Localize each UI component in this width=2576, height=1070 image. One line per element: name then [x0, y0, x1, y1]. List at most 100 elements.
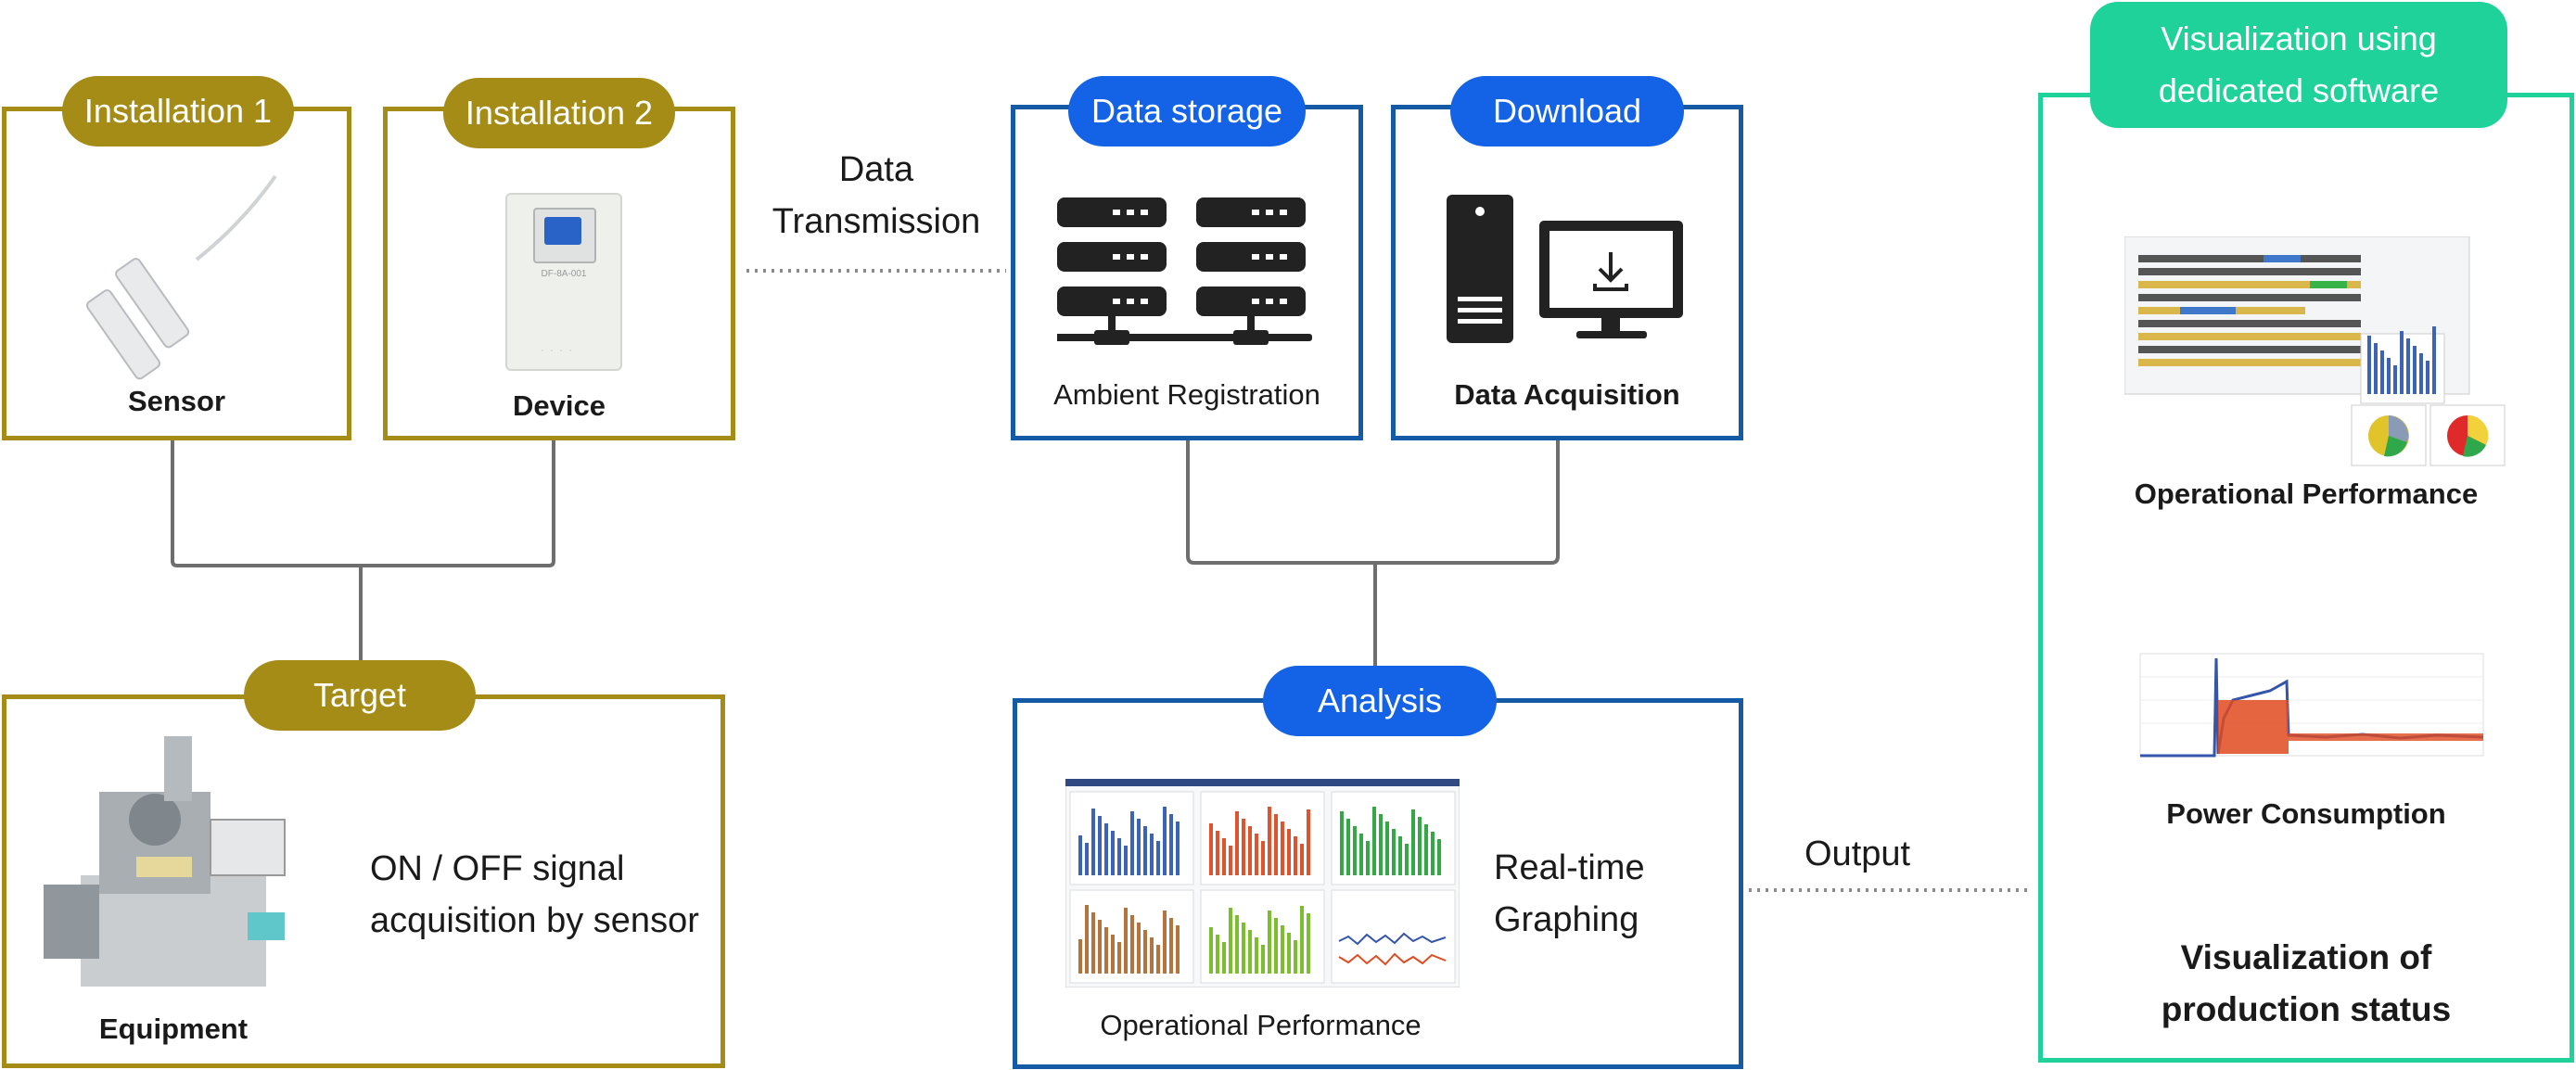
- thumbnail-bar: [1372, 807, 1376, 875]
- sensor-caption: Sensor: [127, 385, 226, 417]
- visualization-title-line1: Visualization using: [2161, 19, 2437, 57]
- thumbnail-bar: [1156, 841, 1160, 875]
- thumbnail-bar: [1091, 912, 1095, 974]
- thumbnail-bar: [1242, 923, 1245, 974]
- analysis-graphs-thumbnail: [1065, 779, 1460, 987]
- thumbnail-bar: [2387, 358, 2391, 394]
- thumbnail-bar: [1268, 807, 1271, 875]
- visualization-panel: Operational Performance Power Consumptio…: [2038, 93, 2574, 1063]
- thumbnail-bar: [1261, 945, 1265, 974]
- thumbnail-bar: [1117, 942, 1121, 974]
- thumbnail-bar: [1287, 829, 1291, 875]
- thumbnail-bar: [1078, 835, 1082, 875]
- thumbnail-bar: [1307, 913, 1310, 974]
- thumbnail-bar: [1156, 945, 1160, 974]
- thumbnail-bar: [1294, 940, 1297, 974]
- thumbnail-bar: [1222, 942, 1226, 974]
- thumbnail-bar: [2374, 343, 2378, 394]
- thumbnail-bar: [2419, 353, 2423, 394]
- thumbnail-bar: [1255, 937, 1258, 974]
- data-storage-label: Data storage: [1068, 76, 1306, 146]
- thumbnail-bar: [1281, 822, 1284, 875]
- target-desc-line2: acquisition by sensor: [370, 901, 699, 940]
- installation-1-label: Installation 1: [62, 76, 294, 146]
- thumbnail-bar: [1098, 920, 1102, 974]
- equipment-caption: Equipment: [98, 1013, 249, 1045]
- thumbnail-bar: [1431, 832, 1435, 875]
- device-caption: Device: [513, 389, 606, 422]
- thumbnail-bar: [1235, 915, 1239, 974]
- output-label: Output: [1804, 834, 1911, 873]
- data-transmission-label: Data Transmission: [770, 144, 983, 248]
- power-consumption-thumbnail: [2139, 653, 2484, 758]
- thumbnail-bar: [1359, 834, 1363, 875]
- thumbnail-bar: [1385, 822, 1389, 875]
- installation-1-panel: Sensor: [2, 107, 351, 440]
- target-desc-line1: ON / OFF signal: [370, 849, 625, 888]
- thumbnail-bar: [1209, 823, 1213, 875]
- server-icon: [1057, 197, 1312, 345]
- thumbnail-bar: [1163, 911, 1167, 974]
- visualization-title-line2: dedicated software: [2158, 71, 2440, 109]
- thumbnail-bar: [2400, 331, 2404, 394]
- thumbnail-bar: [1104, 823, 1108, 875]
- thumbnail-bar: [1085, 843, 1089, 875]
- analysis-description: Real-time Graphing: [1494, 842, 1645, 946]
- target-label: Target: [244, 660, 476, 731]
- thumbnail-bar: [2413, 346, 2417, 394]
- thumbnail-bar: [2406, 338, 2410, 394]
- equipment-illustration: [44, 736, 286, 987]
- device-model-label: DF-8A-001: [541, 269, 587, 279]
- analysis-caption: Operational Performance: [1100, 1009, 1422, 1041]
- thumbnail-bar: [2367, 336, 2371, 394]
- thumbnail-bar: [1437, 839, 1441, 875]
- magnetic-sensor-illustration: [85, 174, 277, 380]
- thumbnail-bar: [1268, 911, 1271, 974]
- thumbnail-bar: [1169, 814, 1173, 875]
- thumbnail-bar: [1379, 814, 1383, 875]
- thumbnail-bar: [1229, 846, 1232, 875]
- thumbnail-bar: [1130, 811, 1134, 875]
- transmission-line2: Transmission: [772, 202, 981, 241]
- installation-2-label: Installation 2: [443, 78, 675, 148]
- thumbnail-bar: [1294, 836, 1297, 875]
- thumbnail-bar: [1418, 817, 1422, 875]
- thumbnail-bar: [1150, 937, 1154, 974]
- analysis-desc-line1: Real-time: [1494, 848, 1645, 887]
- data-acquisition-caption: Data Acquisition: [1454, 378, 1680, 411]
- thumbnail-bar: [1255, 834, 1258, 875]
- thumbnail-bar: [2393, 365, 2397, 394]
- thumbnail-bar: [1307, 809, 1310, 875]
- thumbnail-bar: [1163, 807, 1167, 875]
- thumbnail-bar: [1281, 925, 1284, 974]
- thumbnail-bar: [1176, 925, 1180, 974]
- thumbnail-bar: [1353, 826, 1357, 875]
- thumbnail-bar: [1143, 826, 1147, 875]
- power-consumption-caption: Power Consumption: [2166, 797, 2446, 830]
- footer-line2: production status: [2161, 990, 2452, 1028]
- thumbnail-bar: [1130, 915, 1134, 974]
- thumbnail-bar: [1229, 908, 1232, 974]
- thumbnail-bar: [1117, 838, 1121, 875]
- thumbnail-bar: [1222, 838, 1226, 875]
- thumbnail-bar: [1111, 831, 1115, 875]
- data-storage-panel: Ambient Registration: [1011, 105, 1363, 440]
- thumbnail-bar: [1274, 918, 1278, 974]
- thumbnail-bar: [1216, 831, 1219, 875]
- target-panel: Equipment ON / OFF signal acquisition by…: [2, 694, 725, 1068]
- installation-2-panel: DF-8A-001 ···· Device: [383, 107, 735, 440]
- footer-line1: Visualization of: [2180, 938, 2432, 976]
- thumbnail-bar: [1248, 930, 1252, 974]
- thumbnail-bar: [1248, 826, 1252, 875]
- thumbnail-bar: [1091, 809, 1095, 875]
- target-description: ON / OFF signal acquisition by sensor: [370, 843, 699, 947]
- thumbnail-bar: [1300, 844, 1304, 875]
- ambient-registration-caption: Ambient Registration: [1053, 378, 1320, 411]
- thumbnail-bar: [1169, 918, 1173, 974]
- thumbnail-bar: [1346, 819, 1350, 875]
- thumbnail-bar: [1424, 824, 1428, 875]
- thumbnail-bar: [1137, 819, 1141, 875]
- thumbnail-bar: [1261, 841, 1265, 875]
- thumbnail-bar: [1242, 819, 1245, 875]
- download-label: Download: [1450, 76, 1684, 146]
